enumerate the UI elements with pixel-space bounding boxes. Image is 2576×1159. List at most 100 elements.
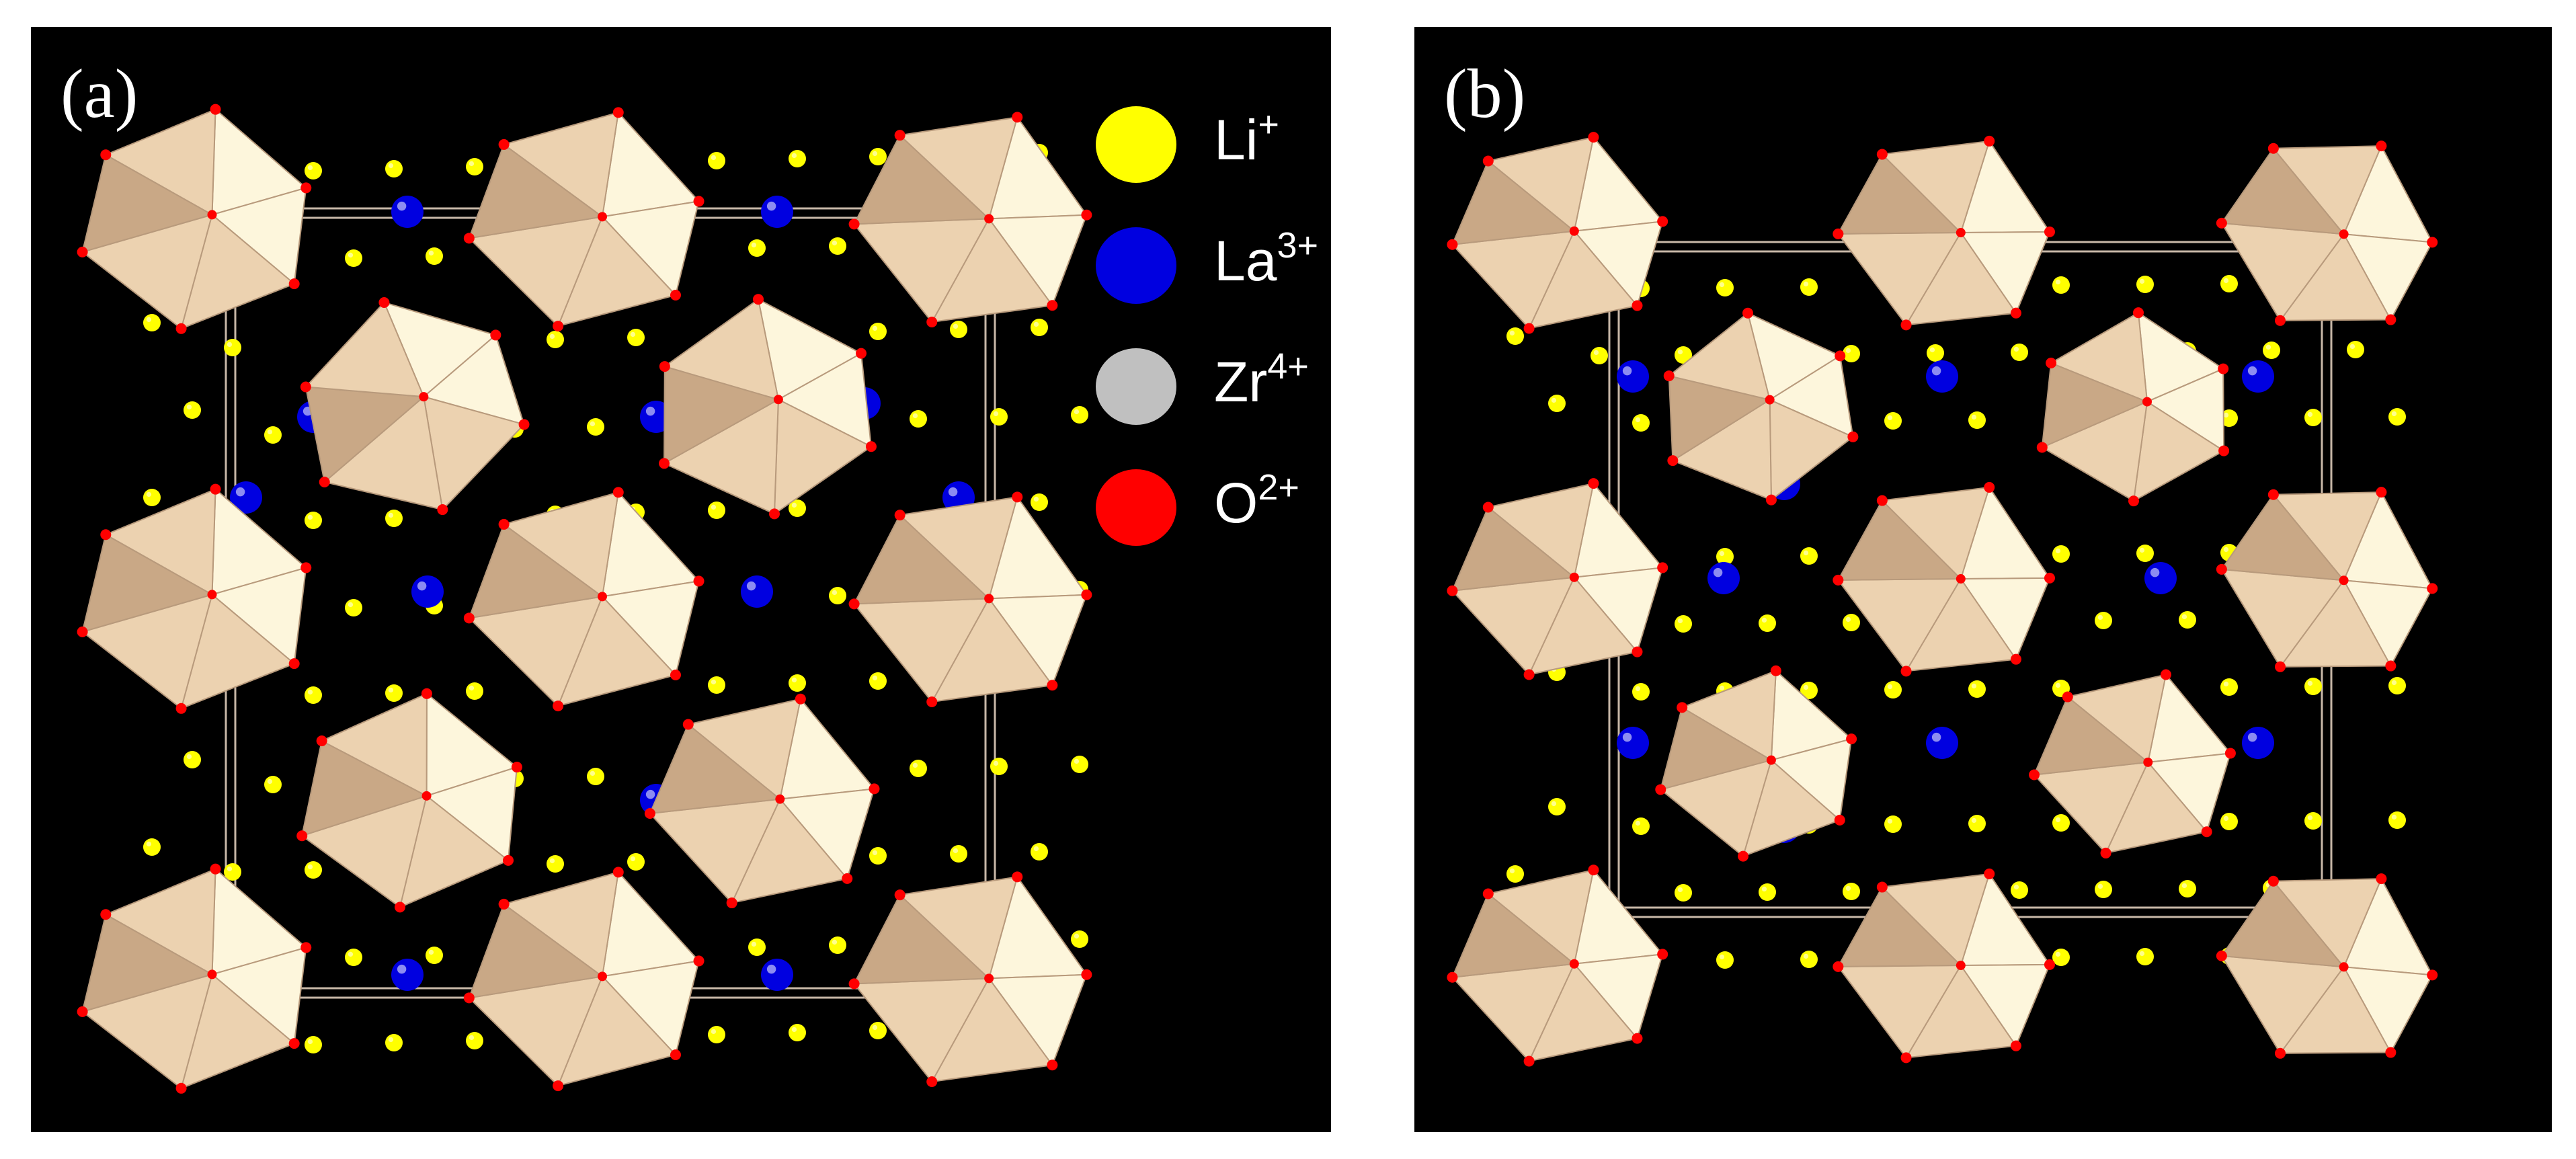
oxygen-ion	[984, 594, 994, 604]
li-ion	[1968, 411, 1986, 429]
li-ion	[1031, 319, 1048, 336]
li-ion-highlight	[872, 850, 878, 856]
li-ion-highlight	[1635, 686, 1641, 692]
oxygen-ion	[207, 210, 217, 220]
oxygen-ion	[2201, 826, 2212, 838]
li-ion	[829, 587, 846, 604]
octahedron	[2216, 487, 2438, 672]
octahedron	[1447, 478, 1668, 680]
oxygen-ion	[1588, 132, 1599, 143]
li-ion	[2136, 276, 2154, 293]
oxygen-ion	[553, 321, 564, 332]
li-ion-highlight	[1803, 684, 1809, 690]
li-ion-highlight	[388, 687, 394, 693]
li-ion	[547, 331, 564, 348]
legend-item-zr: Zr4+	[1096, 336, 1324, 430]
oxygen-ion	[1012, 491, 1023, 503]
octahedron	[1447, 132, 1668, 334]
oxygen-ion	[1956, 228, 1966, 238]
li-ion	[2388, 811, 2406, 829]
li-ion	[1031, 493, 1048, 511]
li-ion-highlight	[953, 323, 959, 329]
oxygen-ion	[1569, 959, 1579, 969]
li-ion-highlight	[2223, 681, 2229, 687]
li-ion-highlight	[146, 317, 152, 323]
la-ion	[2242, 360, 2274, 393]
la-ion	[1617, 727, 1649, 759]
li-ion	[2011, 344, 2028, 361]
li-ion	[2052, 276, 2070, 294]
oxygen-ion	[2044, 226, 2055, 237]
structure-panel-b: (b)	[1414, 27, 2552, 1132]
oxygen-ion	[498, 138, 510, 150]
li-ion	[1716, 951, 1734, 969]
oxygen-ion	[984, 973, 994, 984]
oxygen-ion	[2427, 969, 2438, 981]
li-ion	[345, 249, 362, 267]
oxygen-ion	[1956, 574, 1966, 584]
oxygen-ion	[659, 361, 670, 372]
la-ion-highlight	[397, 201, 407, 211]
li-ion	[789, 1024, 806, 1041]
oxygen-ion	[1588, 865, 1599, 876]
octahedron-face	[2066, 674, 2167, 764]
la-ion	[1707, 562, 1740, 594]
li-ion-highlight	[428, 250, 434, 256]
li-ion-highlight	[2055, 548, 2061, 554]
li-ion-highlight	[227, 342, 233, 348]
oxygen-ion	[768, 508, 780, 520]
li-ion-highlight	[791, 502, 797, 508]
oxygen-ion	[2132, 307, 2144, 319]
oxygen-ion	[775, 794, 785, 804]
oxygen-ion	[2274, 315, 2286, 326]
oxygen-ion	[2010, 653, 2021, 665]
li-ion	[143, 489, 161, 506]
la-ion	[741, 575, 773, 608]
li-ion	[426, 247, 443, 265]
octahedron-face	[663, 298, 780, 401]
octahedron-face	[1880, 873, 1990, 967]
li-ion	[1632, 817, 1650, 835]
oxygen-ion	[726, 897, 737, 909]
li-ion	[2011, 881, 2028, 899]
li-ion-highlight	[630, 856, 636, 862]
la-swatch-icon	[1096, 227, 1176, 304]
oxygen-ion	[463, 612, 475, 624]
oxygen-ion	[926, 317, 938, 328]
li-ion	[627, 853, 645, 871]
li-ion-highlight	[751, 941, 757, 947]
li-ion-highlight	[2181, 883, 2187, 889]
la-ion-highlight	[645, 406, 655, 416]
oxygen-ion	[2224, 748, 2236, 759]
legend-label-li: Li+	[1214, 104, 1279, 171]
oxygen-ion	[207, 590, 217, 600]
octahedron-face	[502, 111, 619, 218]
oxygen-ion	[77, 626, 88, 637]
oxygen-ion	[2376, 141, 2387, 152]
oxygen-ion	[693, 955, 705, 967]
oxygen-ion	[1588, 478, 1599, 489]
oxygen-ion	[175, 1082, 187, 1094]
oxygen-ion	[1900, 1052, 1912, 1064]
li-ion-highlight	[146, 841, 152, 847]
la-ion-highlight	[2247, 366, 2257, 376]
zro6-octahedra	[77, 104, 1092, 1094]
li-ion	[264, 426, 282, 444]
octahedron	[1655, 665, 1857, 862]
oxygen-ion	[2142, 397, 2152, 407]
li-ion	[2052, 949, 2070, 966]
o-swatch-icon	[1096, 469, 1176, 546]
li-ion-highlight	[2307, 815, 2313, 821]
li-ion-highlight	[832, 939, 838, 945]
octahedron	[644, 693, 880, 909]
li-ion	[789, 150, 806, 167]
octahedron-face	[1880, 486, 1990, 580]
octahedron	[2216, 873, 2438, 1059]
li-ion-highlight	[1761, 886, 1767, 892]
li-ion-highlight	[872, 325, 878, 331]
oxygen-ion	[1667, 455, 1679, 467]
li-ion-highlight	[267, 429, 273, 435]
oxygen-ion	[984, 214, 994, 224]
oxygen-ion	[2376, 487, 2387, 498]
li-ion	[990, 758, 1008, 775]
